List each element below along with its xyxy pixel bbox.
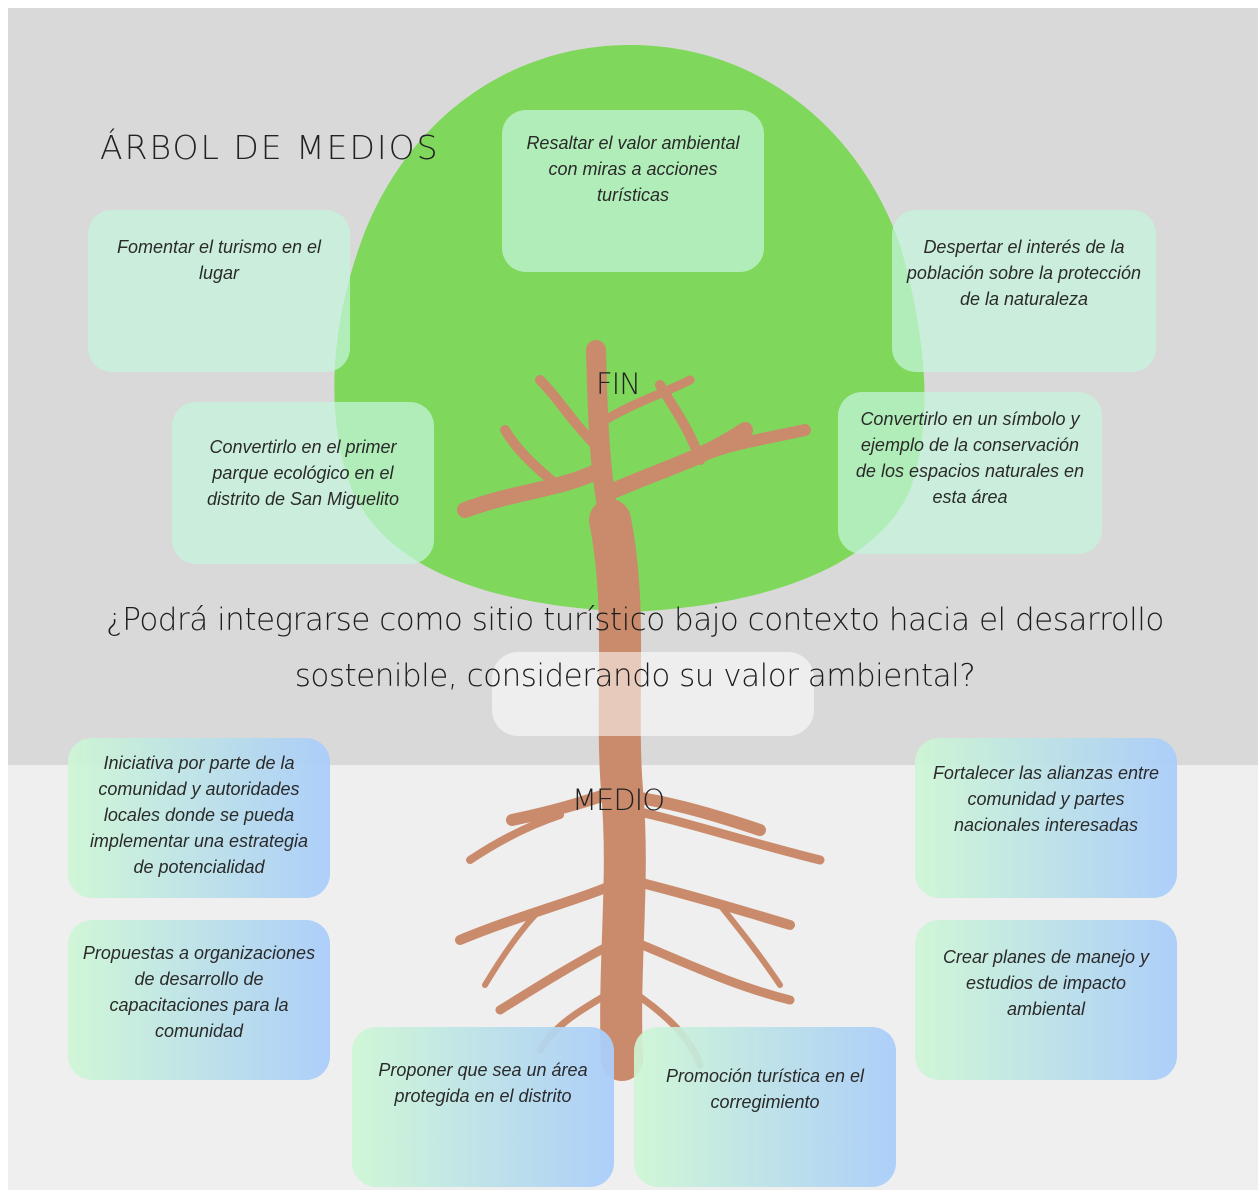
- fin-box-text: Convertirlo en un símbolo y ejemplo de l…: [855, 409, 1085, 507]
- medio-box: Crear planes de manejo y estudios de imp…: [915, 920, 1177, 1080]
- fin-box: Convertirlo en el primer parque ecológic…: [172, 402, 434, 564]
- fin-box: Resaltar el valor ambiental con miras a …: [502, 110, 764, 272]
- medio-box-text: Fortalecer las alianzas entre comunidad …: [932, 763, 1160, 835]
- fin-box-text: Convertirlo en el primer parque ecológic…: [206, 437, 400, 509]
- fin-box: Convertirlo en un símbolo y ejemplo de l…: [838, 392, 1102, 554]
- fin-box: Fomentar el turismo en el lugar: [88, 210, 350, 372]
- fin-box-text: Fomentar el turismo en el lugar: [116, 237, 322, 283]
- medio-box: Proponer que sea un área protegida en el…: [352, 1027, 614, 1187]
- tree-trunk-and-branches: [455, 340, 825, 1081]
- medio-box-text: Promoción turística en el corregimiento: [665, 1066, 865, 1112]
- fin-label: FIN: [596, 367, 641, 401]
- fin-box-text: Despertar el interés de la población sob…: [906, 237, 1142, 309]
- medio-box-text: Propuestas a organizaciones de desarroll…: [82, 943, 316, 1041]
- medio-box-text: Proponer que sea un área protegida en el…: [378, 1060, 588, 1106]
- fin-box: Despertar el interés de la población sob…: [892, 210, 1156, 372]
- tree-canopy: [334, 45, 925, 612]
- medio-box-text: Crear planes de manejo y estudios de imp…: [942, 947, 1150, 1019]
- medio-box: Iniciativa por parte de la comunidad y a…: [68, 738, 330, 898]
- medio-box: Fortalecer las alianzas entre comunidad …: [915, 738, 1177, 898]
- question-highlight-box: [492, 652, 814, 736]
- fin-box-text: Resaltar el valor ambiental con miras a …: [526, 133, 740, 205]
- diagram-title: ÁRBOL DE MEDIOS: [100, 128, 440, 167]
- central-question: ¿Podrá integrarse como sitio turístico b…: [106, 602, 1164, 694]
- medio-label: MEDIO: [572, 783, 665, 817]
- medio-box: Propuestas a organizaciones de desarroll…: [68, 920, 330, 1080]
- medio-box: Promoción turística en el corregimiento: [634, 1027, 896, 1187]
- medio-box-text: Iniciativa por parte de la comunidad y a…: [89, 753, 309, 877]
